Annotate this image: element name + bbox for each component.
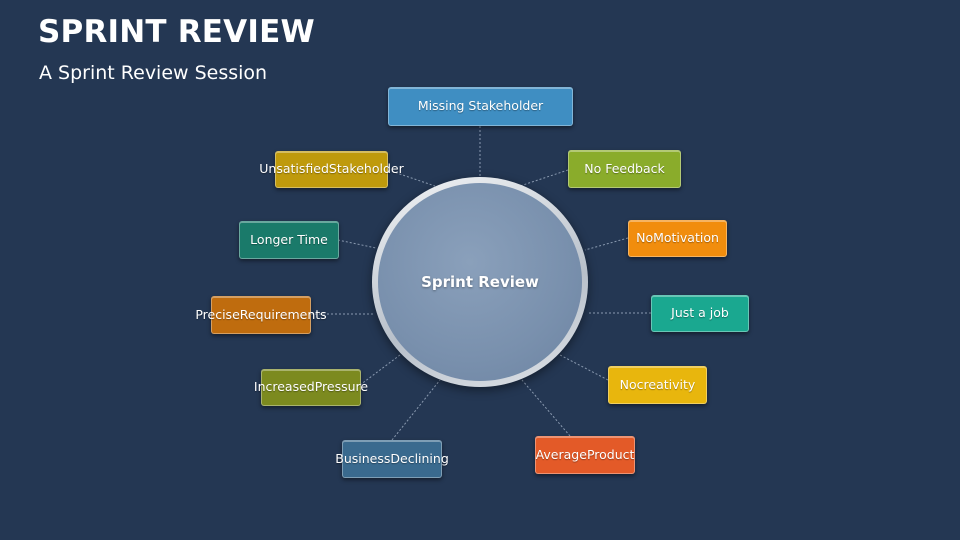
node-label-line: Just a job	[671, 305, 729, 321]
node-label-line: Requirements	[239, 306, 327, 322]
node-precise-requirements: Precise Requirements	[195, 296, 327, 334]
node-label-line: creativity	[636, 376, 696, 392]
node-label-line: No	[619, 376, 637, 392]
sprint-review-hub: Sprint Review	[372, 177, 588, 387]
node-label-line: Business	[335, 450, 391, 466]
hub-label: Sprint Review	[421, 273, 539, 291]
node-label-line: No	[636, 230, 654, 246]
node-missing-stakeholder: Missing Stakeholder	[388, 87, 573, 126]
node-label-line: Increased	[253, 379, 315, 395]
node-label-line: Pressure	[314, 379, 369, 395]
connector-no-feedback	[519, 169, 569, 187]
node-label-line: Product	[586, 446, 635, 462]
connector-unsatisfied-stakeholder	[387, 169, 436, 187]
node-no-motivation: No Motivation	[628, 220, 727, 257]
node-increased-pressure: Increased Pressure	[254, 369, 368, 406]
node-longer-time: Longer Time	[239, 221, 339, 259]
node-label-line: Stakeholder	[328, 161, 404, 177]
node-label-line: Motivation	[653, 230, 719, 246]
slide-title: SPRINT REVIEW	[38, 14, 315, 50]
connector-business-declining	[391, 379, 441, 441]
connector-average-product	[521, 379, 571, 437]
sprint-review-hub-inner: Sprint Review	[378, 183, 582, 381]
node-business-declining: Business Declining	[335, 440, 449, 478]
node-label-line: Missing Stakeholder	[417, 98, 544, 114]
connector-no-motivation	[584, 237, 629, 251]
node-label-line: Average	[535, 446, 587, 462]
connector-increased-pressure	[359, 354, 401, 386]
node-no-feedback: No Feedback	[568, 150, 681, 188]
node-label-line: Unsatisfied	[259, 161, 329, 177]
node-label-line: Precise	[195, 306, 240, 322]
connector-longer-time	[337, 239, 377, 249]
node-label-line: Declining	[390, 450, 449, 466]
node-just-a-job: Just a job	[651, 295, 749, 332]
slide-subtitle: A Sprint Review Session	[39, 62, 268, 84]
node-no-creativity: No creativity	[608, 366, 707, 404]
node-label-line: Longer Time	[250, 231, 328, 247]
connector-no-creativity	[559, 354, 609, 381]
node-average-product: Average Product	[535, 436, 635, 474]
node-label-line: No Feedback	[584, 160, 665, 176]
node-unsatisfied-stakeholder: Unsatisfied Stakeholder	[259, 151, 404, 188]
